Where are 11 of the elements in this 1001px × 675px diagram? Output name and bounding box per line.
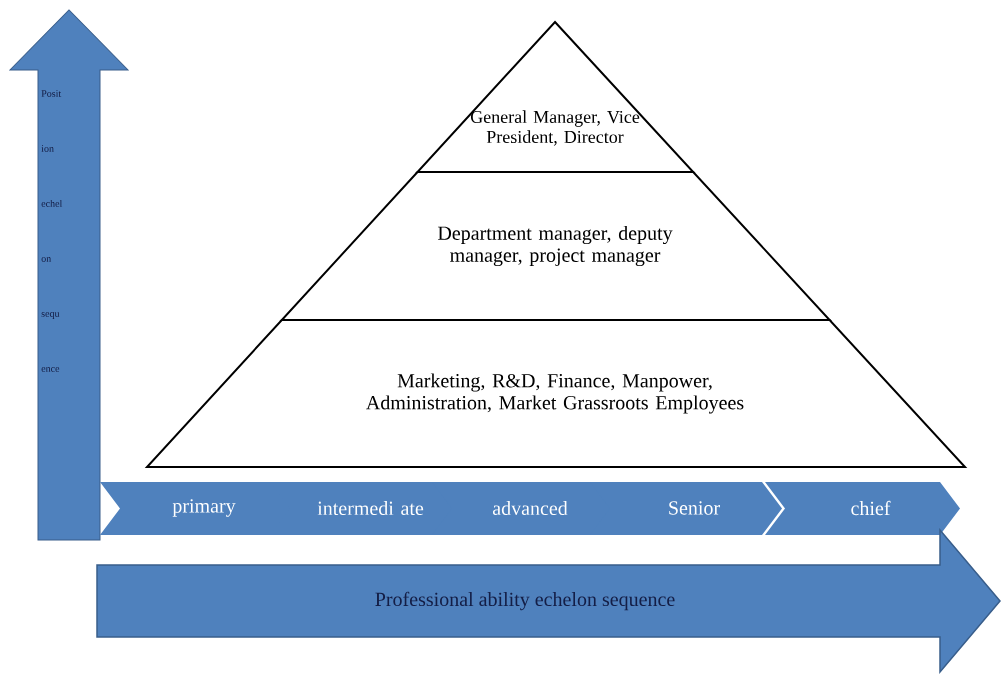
- stage-box: chief: [765, 482, 960, 535]
- node-label: primary: [172, 499, 236, 517]
- stage-box: Senior: [590, 482, 782, 535]
- node-label: Senior: [669, 501, 720, 515]
- node-label: chief: [851, 500, 891, 516]
- node-label: advanced: [492, 500, 568, 516]
- stage-box: primary: [100, 482, 292, 535]
- node-label: Professional ability echelon sequence: [375, 591, 675, 611]
- stage-box: intermedi ate: [270, 482, 455, 535]
- stage-box: advanced: [432, 482, 612, 535]
- node-label: intermedi ate: [317, 500, 424, 516]
